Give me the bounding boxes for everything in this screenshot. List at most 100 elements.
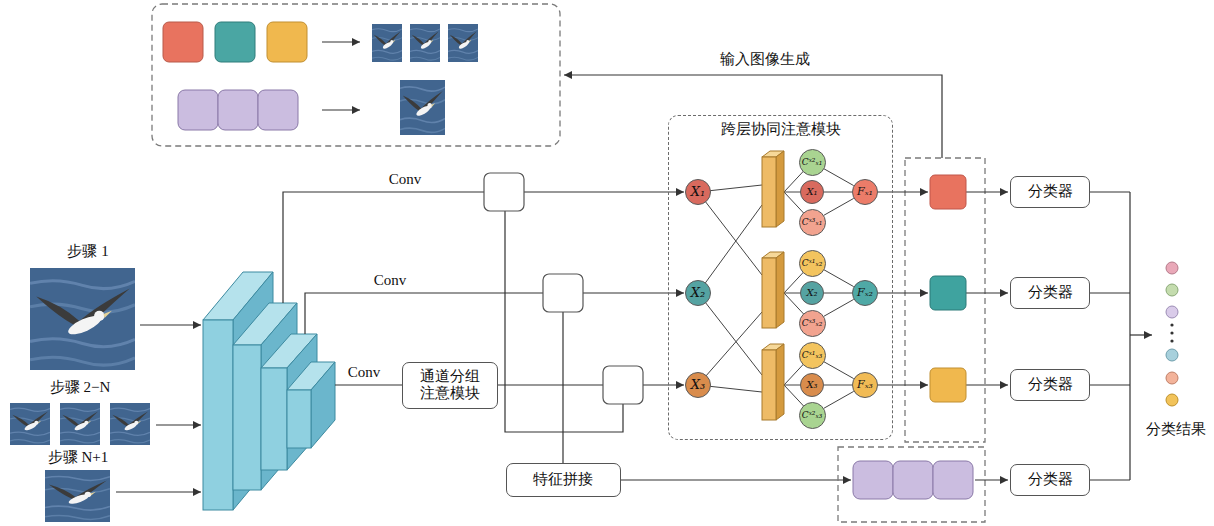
arrow-line	[524, 191, 684, 192]
cnn-slab	[311, 362, 335, 448]
wire	[698, 293, 762, 375]
self-feature-circle: X₂	[800, 281, 824, 305]
cross-feature-circle: Cˣ³ₓ₂	[799, 310, 826, 337]
arrow-line	[966, 292, 1008, 293]
circle-symbol: Fₓ₂	[857, 287, 873, 300]
bird-image	[60, 403, 100, 445]
arrow-line	[156, 424, 201, 425]
bird-image	[410, 24, 440, 62]
feature-square	[163, 22, 203, 62]
cnn-slab	[233, 345, 261, 490]
ellipsis-dot	[1170, 331, 1173, 334]
ellipsis-dot	[1170, 339, 1173, 342]
circle-symbol: Fₓ₁	[857, 186, 873, 199]
circle-symbol: Cˣ²ₓ₃	[802, 410, 823, 420]
step-label: 步骤 2−N	[50, 379, 111, 396]
connector-line	[824, 391, 854, 408]
wire	[562, 312, 563, 463]
arrow-line	[878, 384, 928, 385]
cross-feature-circle: Cˣ²ₓ₁	[799, 149, 826, 176]
arrow-line	[966, 384, 1008, 385]
feature-box	[543, 274, 583, 312]
dashed-panel	[838, 447, 985, 522]
arrow-line	[140, 324, 201, 325]
arrow-line	[1130, 334, 1152, 335]
cnn-slab	[203, 320, 233, 510]
classifier-box: 分类器	[1010, 464, 1090, 496]
circle-symbol: Cˣ¹ₓ₃	[802, 350, 823, 360]
bird-image	[110, 403, 150, 445]
concat-block	[218, 90, 258, 130]
arrow-line	[643, 384, 684, 385]
ellipsis-dot	[1170, 323, 1173, 326]
concat-block	[853, 461, 893, 499]
wire	[305, 293, 543, 334]
connector-line	[824, 169, 854, 186]
feature-square	[930, 368, 966, 402]
arrow-label: 输入图像生成	[720, 51, 810, 68]
fused-feature-circle: Fₓ₂	[852, 280, 878, 306]
cross-feature-circle: Cˣ²ₓ₃	[799, 402, 826, 429]
box-text: 分类器	[1028, 376, 1073, 393]
classifier-box: 分类器	[1010, 277, 1090, 309]
connector-line	[824, 293, 852, 294]
fused-feature-circle: Fₓ₁	[852, 179, 878, 205]
box-text: 分类器	[1028, 284, 1073, 301]
wire-label: Conv	[347, 364, 382, 381]
box-text: 分类器	[1028, 183, 1073, 200]
concat-block	[893, 461, 933, 499]
wire-label: Conv	[388, 171, 423, 188]
classifier-box: 分类器	[1010, 369, 1090, 401]
attention-module-region: 跨层协同注意模块X₁X₂X₃Cˣ²ₓ₁X₁Cˣ³ₓ₁Cˣ¹ₓ₂X₂Cˣ³ₓ₂Cˣ…	[668, 115, 893, 440]
cnn-slab	[287, 390, 311, 448]
circle-symbol: X₂	[806, 287, 817, 299]
arrow-line	[878, 191, 928, 192]
arrow-line	[975, 479, 1008, 480]
result-dot	[1166, 284, 1178, 296]
wire	[498, 384, 603, 385]
fusion-bar	[776, 151, 784, 227]
dashed-panel	[152, 4, 560, 146]
bird-image	[45, 470, 110, 522]
result-dot	[1166, 349, 1178, 361]
concat-block	[933, 461, 973, 499]
module-title: 跨层协同注意模块	[669, 121, 892, 138]
fusion-bar	[776, 344, 784, 420]
feature-square	[267, 22, 307, 62]
process-box: 通道分组注意模块	[402, 362, 498, 409]
connector-line	[824, 362, 854, 379]
classifier-box: 分类器	[1010, 176, 1090, 208]
circle-symbol: Cˣ³ₓ₂	[802, 318, 823, 328]
step-label: 步骤 1	[67, 243, 108, 260]
arrow-line	[878, 292, 928, 293]
bird-image	[372, 24, 402, 62]
wire	[335, 384, 402, 385]
feature-box	[484, 173, 524, 211]
circle-symbol: Cˣ²ₓ₁	[802, 157, 823, 167]
feature-box	[603, 366, 643, 404]
concat-block	[258, 90, 298, 130]
box-text: 特征拼接	[533, 471, 593, 488]
dashed-panel	[905, 158, 985, 442]
feature-square	[930, 175, 966, 209]
arrow-line	[621, 479, 851, 480]
cross-feature-circle: Cˣ¹ₓ₃	[799, 342, 826, 369]
connector-line	[824, 385, 852, 386]
result-dot	[1166, 262, 1178, 274]
process-box: 特征拼接	[506, 463, 621, 497]
circle-symbol: Cˣ³ₓ₁	[802, 217, 823, 227]
wire	[698, 312, 762, 385]
fusion-bar	[762, 258, 776, 328]
result-dot	[1166, 372, 1178, 384]
cnn-backbone	[203, 272, 335, 510]
box-text: 分类器	[1028, 471, 1073, 488]
wire	[283, 192, 484, 303]
circle-symbol: X₁	[806, 186, 817, 198]
circle-symbol: X₃	[691, 378, 705, 393]
arrow-line	[116, 491, 201, 492]
input-feature-circle: X₂	[685, 280, 711, 306]
self-feature-circle: X₁	[800, 180, 824, 204]
arrow-line	[966, 191, 1008, 192]
result-dot	[1166, 306, 1178, 318]
bird-image	[10, 403, 50, 445]
